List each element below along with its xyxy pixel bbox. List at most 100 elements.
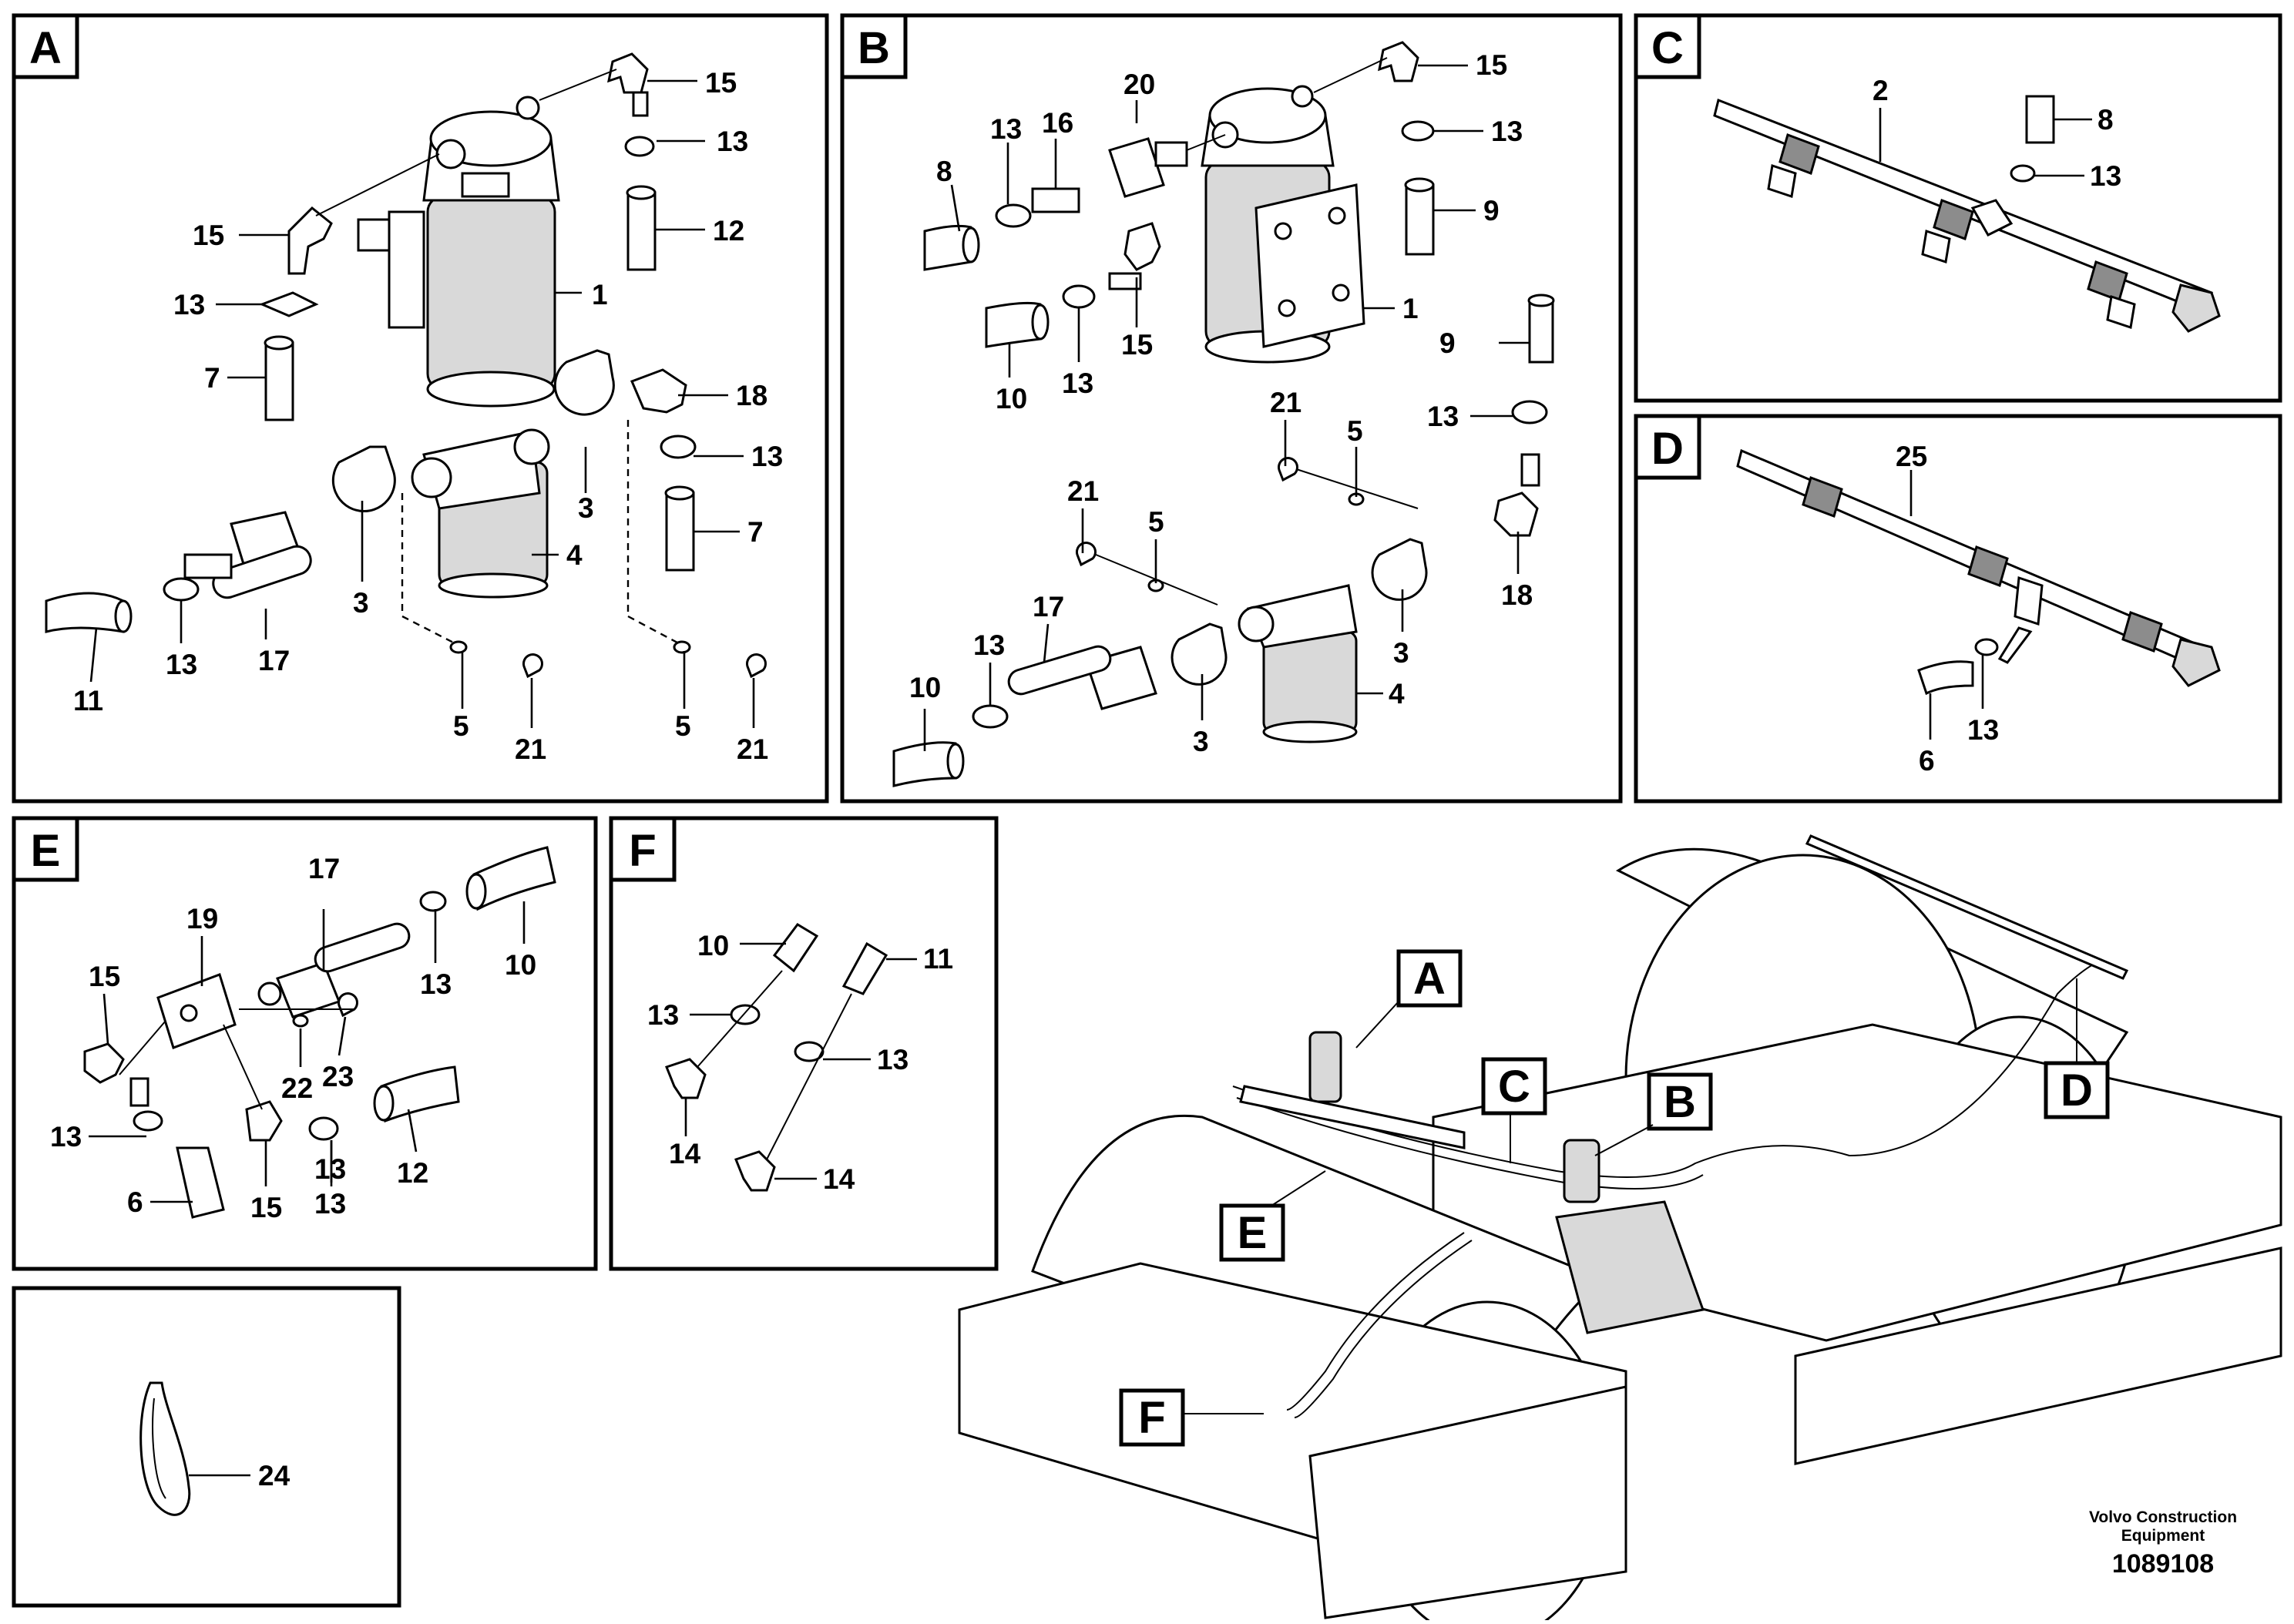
callout: 16	[1042, 107, 1073, 139]
callout: 1	[592, 279, 608, 310]
panel-e: E	[12, 816, 598, 1271]
callout: 3	[353, 587, 369, 619]
callout-c-letter: C	[1498, 1062, 1530, 1112]
callout: 4	[566, 539, 583, 571]
callout: 19	[186, 903, 218, 934]
callout: 7	[204, 362, 220, 394]
callout: 6	[127, 1186, 143, 1218]
callout: 11	[73, 685, 103, 716]
callout: 12	[713, 215, 744, 247]
callout: 13	[173, 289, 205, 320]
callout: 6	[1919, 745, 1935, 777]
panel-d: D 25 13 6	[1634, 414, 2282, 804]
panel-a: A	[12, 13, 829, 804]
callout: 13	[1491, 116, 1523, 147]
panel-a-frame	[12, 13, 829, 804]
callout: 13	[717, 126, 748, 157]
callout: 3	[1393, 637, 1409, 669]
callout: 13	[751, 441, 783, 472]
panel-c-letter: C	[1651, 23, 1684, 73]
callout-f-box	[1119, 1388, 1185, 1447]
callout: 10	[505, 949, 536, 981]
callout: 14	[823, 1163, 855, 1195]
callout: 15	[1476, 49, 1507, 81]
panel-f-frame	[609, 816, 999, 1271]
callout-c-box	[1481, 1057, 1547, 1116]
callout: 2	[1872, 75, 1889, 106]
machine-overview: A C B E D F	[958, 834, 2282, 1624]
callout: 13	[1967, 714, 1999, 746]
callout: 13	[166, 649, 197, 680]
callout: 22	[281, 1072, 313, 1104]
callout: 4	[1389, 678, 1405, 710]
callout: 20	[1123, 69, 1155, 100]
callout: 13	[877, 1044, 909, 1075]
callout: 10	[697, 930, 729, 961]
panel-d-frame	[1634, 414, 2282, 804]
callout: 13	[314, 1188, 346, 1220]
brand-line-1: Volvo Construction	[2089, 1508, 2237, 1526]
fuel-filter-unit	[1201, 85, 1365, 364]
callout-a-box	[1396, 949, 1463, 1008]
callout: 7	[747, 516, 764, 548]
callout: 1	[1402, 293, 1419, 324]
callout-d-letter: D	[2061, 1065, 2093, 1116]
callout: 21	[1067, 475, 1099, 507]
callout: 13	[314, 1153, 346, 1185]
callout: 3	[578, 492, 594, 524]
callout: 25	[1896, 441, 1927, 472]
callout: 17	[258, 645, 290, 676]
callout: 9	[1483, 195, 1500, 226]
callout: 8	[2098, 104, 2114, 136]
panel-b-frame	[840, 13, 1623, 804]
callout: 8	[936, 156, 952, 187]
callout: 11	[923, 943, 953, 975]
callout-b-letter: B	[1664, 1077, 1696, 1127]
callout: 13	[1062, 367, 1093, 399]
callout-d-box	[2044, 1061, 2110, 1119]
callout: 5	[453, 710, 469, 742]
callout: 12	[397, 1157, 428, 1189]
callout: 10	[996, 383, 1027, 414]
panel-f: F 10 11 13 13 14 14	[609, 816, 999, 1271]
callout-e-letter: E	[1238, 1208, 1268, 1258]
panel-e-tag	[12, 816, 79, 882]
callout: 13	[973, 629, 1005, 661]
callout: 17	[308, 853, 340, 884]
panel-d-tag	[1634, 414, 1701, 480]
callout: 21	[515, 733, 546, 765]
callout: 13	[50, 1121, 82, 1153]
panel-b-tag	[840, 13, 908, 79]
callout-f-letter: F	[1138, 1393, 1165, 1443]
panel-cable-tie: 24	[12, 1286, 401, 1608]
panel-b: B	[840, 13, 1623, 804]
panel-e-letter: E	[31, 826, 61, 876]
panel-e-frame	[12, 816, 598, 1271]
callout: 13	[2090, 160, 2121, 192]
callout: 24	[258, 1460, 291, 1491]
callout: 15	[89, 961, 120, 992]
callout: 21	[1270, 387, 1302, 418]
callout: 18	[736, 380, 767, 411]
callout: 3	[1193, 726, 1209, 757]
callout: 15	[250, 1192, 282, 1223]
callout: 9	[1439, 327, 1456, 359]
panel-cable-tie-frame	[12, 1286, 401, 1608]
document-number: 1089108	[2112, 1549, 2214, 1579]
callout-b-box	[1647, 1072, 1713, 1131]
callout: 15	[705, 67, 737, 99]
fuel-filter-unit	[357, 96, 560, 408]
panel-b-letter: B	[858, 23, 890, 73]
callout: 23	[322, 1061, 354, 1092]
panel-c-tag	[1634, 13, 1701, 79]
callout: 5	[1347, 415, 1363, 447]
panel-f-letter: F	[629, 826, 656, 876]
callout: 5	[675, 710, 691, 742]
panel-f-tag	[609, 816, 677, 882]
callout: 14	[669, 1138, 701, 1169]
callout-a-letter: A	[1413, 954, 1446, 1004]
panel-a-letter: A	[29, 23, 62, 73]
callout: 21	[737, 733, 768, 765]
